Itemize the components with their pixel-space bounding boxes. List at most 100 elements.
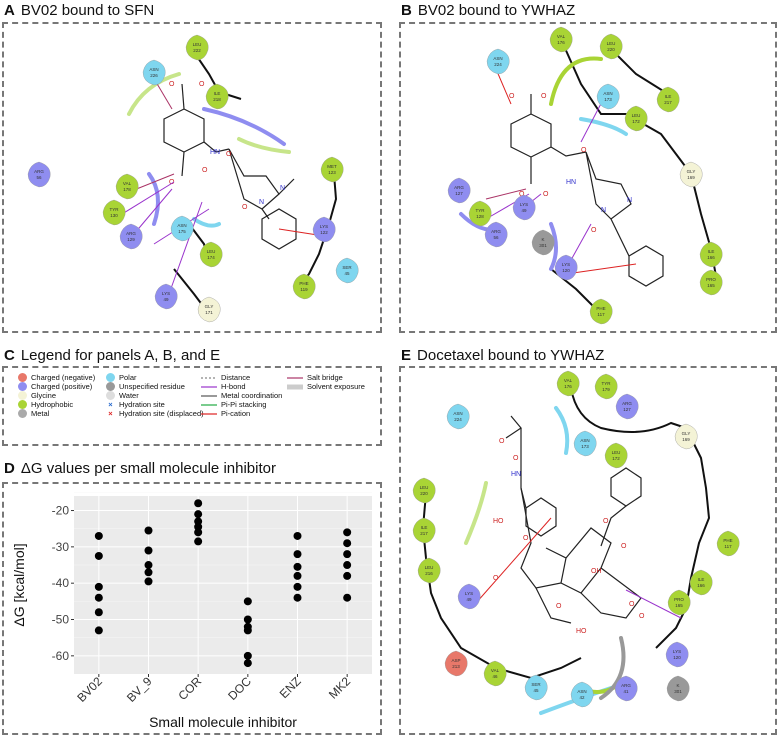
svg-text:GLY: GLY (687, 169, 696, 174)
svg-text:176: 176 (564, 384, 572, 389)
data-point (293, 582, 302, 591)
svg-text:LYS: LYS (465, 591, 473, 596)
svg-text:ILE: ILE (214, 91, 221, 96)
svg-text:ARG: ARG (34, 169, 44, 174)
svg-text:N: N (627, 197, 632, 204)
svg-text:165: 165 (707, 283, 715, 288)
svg-text:166: 166 (707, 255, 715, 260)
panel-e-frame (399, 366, 777, 735)
svg-text:128: 128 (476, 214, 484, 219)
svg-text:OH: OH (591, 568, 602, 575)
data-point (243, 597, 252, 606)
svg-text:O: O (509, 93, 515, 100)
svg-text:49: 49 (466, 597, 472, 602)
svg-text:O: O (523, 535, 529, 542)
legend-hydration: ×Hydration site (displaced) (108, 409, 204, 418)
svg-text:ARG: ARG (621, 683, 631, 688)
svg-text:217: 217 (420, 531, 428, 536)
data-point (343, 528, 352, 537)
svg-text:45: 45 (533, 688, 539, 693)
legend-residue-type: Hydrophobic (18, 400, 73, 409)
legend-interaction: Pi-Pi stacking (201, 400, 267, 409)
svg-text:49: 49 (521, 208, 527, 213)
data-point (94, 551, 103, 560)
svg-text:O: O (493, 575, 499, 582)
plot-background (74, 496, 372, 674)
y-tick-label: -20 (52, 504, 70, 518)
svg-text:HN: HN (566, 179, 576, 186)
svg-text:VAL: VAL (557, 34, 566, 39)
svg-text:46: 46 (492, 674, 498, 679)
y-axis-label: ΔG [kcal/mol] (11, 543, 27, 626)
legend-residue-type: Charged (negative) (18, 373, 95, 382)
svg-text:PHE: PHE (723, 538, 732, 543)
y-tick-label: -30 (52, 540, 70, 554)
svg-text:TYR: TYR (110, 207, 120, 212)
data-point (293, 562, 302, 571)
svg-text:301: 301 (674, 689, 682, 694)
svg-text:ARG: ARG (126, 231, 136, 236)
y-tick-label: -40 (52, 576, 70, 590)
panel-a-frame (2, 22, 382, 333)
svg-text:PRO: PRO (674, 597, 684, 602)
legend-interaction: H-bond (201, 382, 246, 391)
svg-text:SER: SER (531, 682, 541, 687)
panel-a-exposure (127, 72, 291, 228)
svg-text:LYS: LYS (673, 649, 681, 654)
x-tick-label: ENZ (277, 674, 304, 701)
svg-text:216: 216 (425, 571, 433, 576)
svg-text:217: 217 (664, 100, 672, 105)
svg-text:45: 45 (344, 271, 350, 276)
svg-text:LYS: LYS (520, 202, 528, 207)
svg-text:O: O (242, 204, 248, 211)
svg-text:HO: HO (493, 518, 504, 525)
legend-residue-type: Metal (18, 409, 49, 418)
legend-residue-type: Water (106, 391, 139, 400)
svg-text:HN: HN (511, 471, 521, 478)
svg-text:O: O (199, 81, 205, 88)
data-point (343, 539, 352, 548)
svg-text:O: O (499, 438, 505, 445)
svg-text:LYS: LYS (320, 224, 328, 229)
data-point (144, 546, 153, 555)
svg-text:N: N (280, 185, 285, 192)
legend-hydration: ×Hydration site (108, 400, 165, 409)
svg-text:130: 130 (110, 213, 118, 218)
panel-b-frame (399, 22, 777, 333)
svg-text:O: O (629, 601, 635, 608)
svg-text:ASN: ASN (149, 67, 158, 72)
svg-text:O: O (226, 151, 232, 158)
legend-residue-type: Charged (positive) (18, 382, 92, 391)
x-tick-label: COR (176, 674, 205, 703)
legend-residue-type: Unspecified residue (106, 382, 185, 391)
data-point (94, 531, 103, 540)
svg-text:ARG: ARG (454, 185, 464, 190)
svg-text:ASN: ASN (580, 438, 589, 443)
svg-text:TYR: TYR (476, 208, 486, 213)
